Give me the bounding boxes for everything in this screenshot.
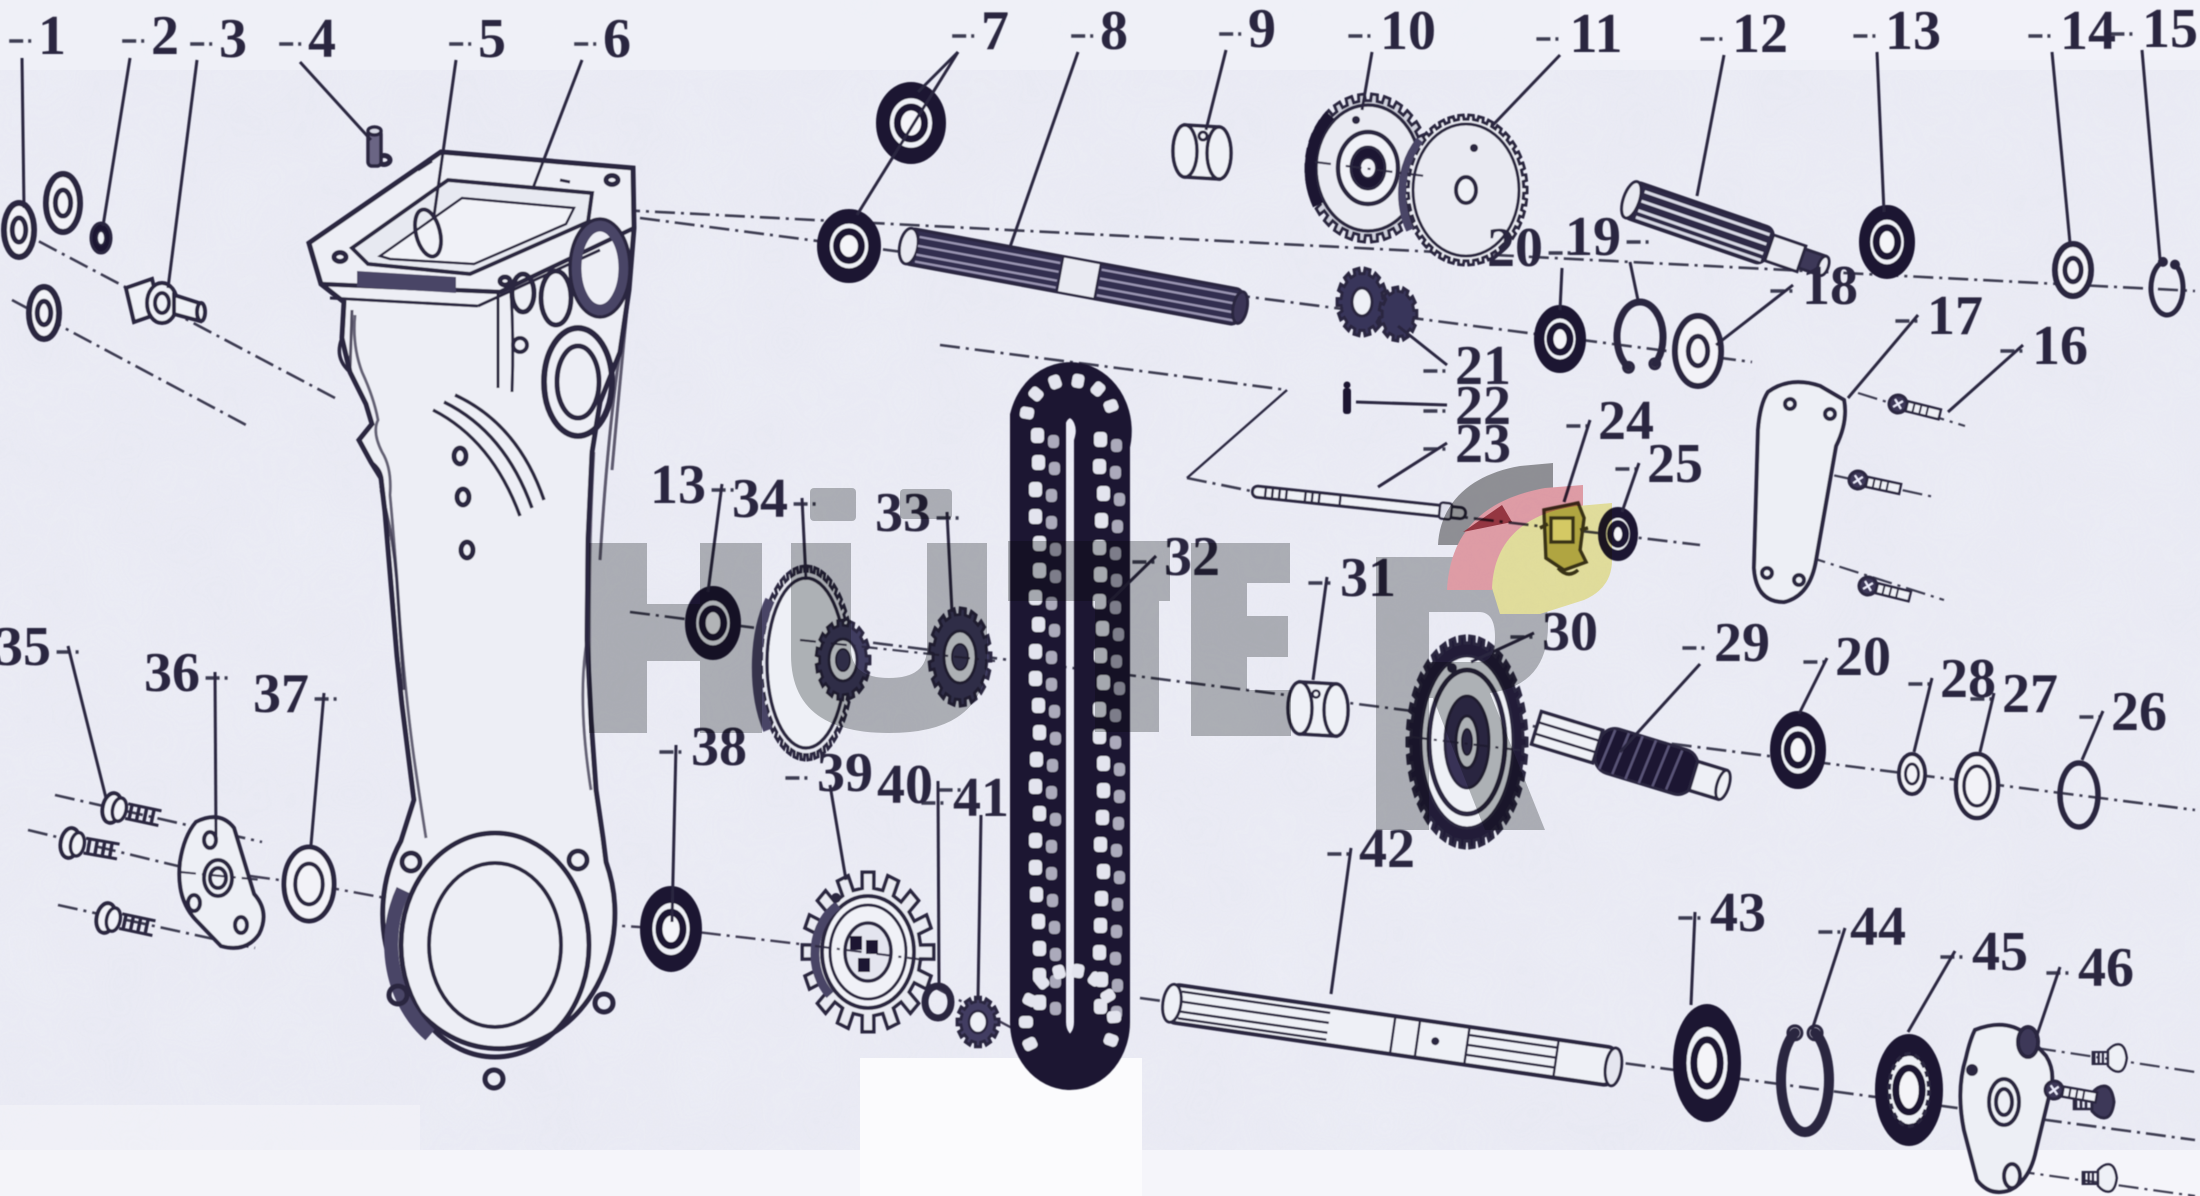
svg-text:1: 1 [38, 5, 66, 67]
svg-text:40: 40 [877, 754, 933, 816]
svg-text:25: 25 [1647, 433, 1703, 495]
svg-text:14: 14 [2060, 0, 2116, 62]
svg-text:28: 28 [1940, 648, 1996, 710]
svg-text:15: 15 [2142, 0, 2198, 60]
svg-text:41: 41 [953, 767, 1009, 829]
svg-text:10: 10 [1380, 0, 1436, 62]
svg-text:2: 2 [151, 5, 179, 67]
svg-text:44: 44 [1850, 896, 1906, 958]
svg-text:4: 4 [308, 8, 336, 70]
svg-text:46: 46 [2078, 937, 2134, 999]
svg-text:18: 18 [1802, 255, 1858, 317]
svg-text:20: 20 [1487, 217, 1543, 279]
svg-text:16: 16 [2032, 315, 2088, 377]
svg-text:43: 43 [1710, 882, 1766, 944]
svg-text:6: 6 [603, 8, 631, 70]
svg-text:36: 36 [144, 642, 200, 704]
svg-text:20: 20 [1835, 626, 1891, 688]
svg-text:13: 13 [1885, 0, 1941, 62]
svg-text:23: 23 [1455, 413, 1511, 475]
svg-text:9: 9 [1248, 0, 1276, 60]
svg-text:19: 19 [1565, 206, 1621, 268]
svg-text:5: 5 [478, 8, 506, 70]
svg-text:45: 45 [1972, 921, 2028, 983]
svg-text:34: 34 [732, 468, 788, 530]
svg-text:8: 8 [1100, 0, 1128, 62]
svg-text:30: 30 [1542, 601, 1598, 663]
svg-text:37: 37 [253, 663, 309, 725]
svg-text:12: 12 [1732, 3, 1788, 65]
svg-text:24: 24 [1598, 390, 1654, 452]
svg-text:22: 22 [1455, 375, 1511, 437]
svg-text:21: 21 [1455, 335, 1511, 397]
svg-text:17: 17 [1927, 285, 1983, 347]
svg-text:35: 35 [0, 616, 51, 678]
svg-text:29: 29 [1714, 612, 1770, 674]
svg-text:13: 13 [650, 454, 706, 516]
svg-text:3: 3 [219, 8, 247, 70]
svg-text:11: 11 [1570, 3, 1623, 65]
svg-text:27: 27 [2002, 663, 2058, 725]
svg-text:7: 7 [981, 0, 1009, 62]
svg-text:26: 26 [2111, 681, 2167, 743]
svg-text:39: 39 [817, 742, 873, 804]
